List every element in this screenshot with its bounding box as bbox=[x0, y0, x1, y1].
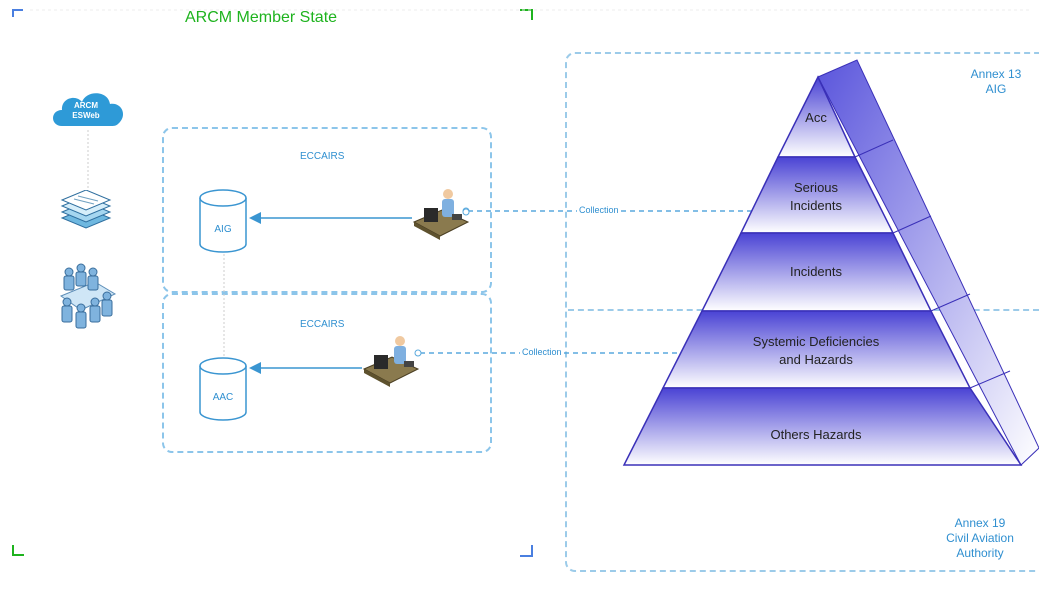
pyramid-label-systemic-2: and Hazards bbox=[779, 352, 853, 367]
cloud-stack-connector bbox=[87, 130, 89, 190]
annex19-label: Annex 19 Civil Aviation Authority bbox=[932, 516, 1028, 561]
pyramid-label-incidents: Incidents bbox=[790, 264, 843, 279]
page-title: ARCM Member State bbox=[185, 9, 338, 26]
annex13-line1: Annex 13 bbox=[970, 67, 1022, 81]
annex13-region bbox=[565, 52, 1039, 572]
database-icon-aac: AAC bbox=[199, 357, 247, 421]
pyramid-side-face bbox=[817, 59, 1039, 466]
cloud-line1: ARCM bbox=[74, 101, 98, 110]
pyramid-level-others bbox=[622, 387, 1023, 466]
eccairs-label-1: ECCAIRS bbox=[300, 151, 345, 162]
frame-corner-bottom-left bbox=[12, 545, 24, 556]
collection-label-1: Collection bbox=[577, 205, 621, 215]
eccairs-box-aac bbox=[162, 293, 492, 453]
meeting-group-icon bbox=[59, 263, 117, 329]
eccairs-box-aig bbox=[162, 127, 492, 293]
frame-corner-top-left bbox=[12, 9, 23, 17]
database-label-aig: AIG bbox=[214, 224, 231, 235]
frame-corner-bottom-right bbox=[520, 545, 533, 557]
annex13-line2: AIG bbox=[985, 82, 1007, 96]
database-connector bbox=[223, 254, 225, 358]
eccairs-label-2: ECCAIRS bbox=[300, 319, 345, 330]
annex19-line1: Annex 19 bbox=[954, 516, 1006, 530]
workstation-icon-1 bbox=[412, 189, 470, 240]
workstation-icon-2 bbox=[362, 336, 420, 387]
documents-stack-icon bbox=[60, 190, 112, 229]
database-icon-aig: AIG bbox=[199, 189, 247, 253]
pyramid-label-serious-2: Incidents bbox=[790, 198, 843, 213]
annex13-label: Annex 13 AIG bbox=[960, 67, 1032, 97]
annex19-line3: Authority bbox=[956, 546, 1004, 560]
pyramid-label-serious-1: Serious bbox=[794, 180, 839, 195]
collection-label-2: Collection bbox=[520, 347, 564, 357]
cloud-icon: ARCM ESWeb bbox=[53, 93, 124, 126]
pyramid-label-acc: Acc bbox=[805, 110, 827, 125]
pyramid-level-systemic bbox=[661, 310, 972, 389]
database-label-aac: AAC bbox=[213, 392, 234, 403]
pyramid-label-others: Others Hazards bbox=[770, 427, 862, 442]
pyramid-label-systemic-1: Systemic Deficiencies bbox=[753, 334, 880, 349]
cloud-line2: ESWeb bbox=[72, 111, 100, 120]
annex19-line2: Civil Aviation bbox=[946, 531, 1014, 545]
